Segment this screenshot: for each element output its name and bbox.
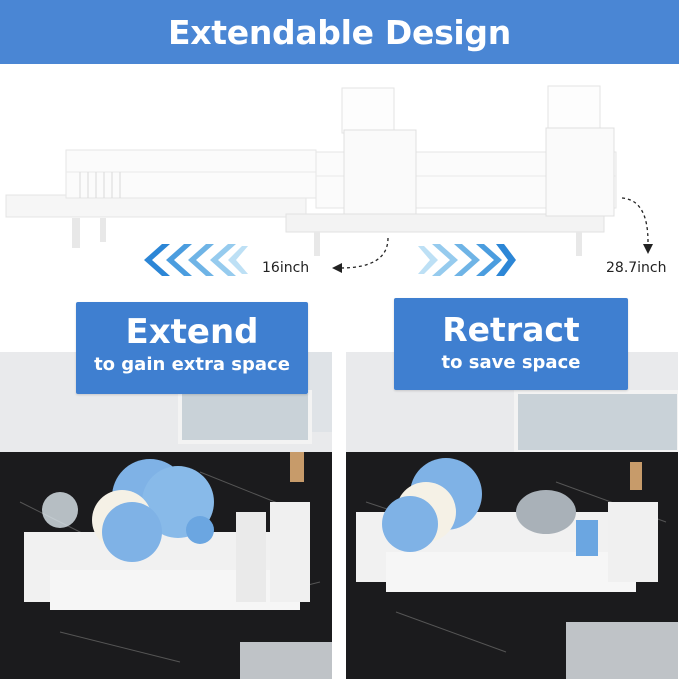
right-dimension-label: 28.7inch — [606, 260, 667, 276]
retract-card-subtitle: to save space — [441, 352, 581, 373]
product-render-area — [0, 64, 679, 304]
retract-card-title: Retract — [442, 310, 580, 349]
extended-rack-render — [5, 149, 317, 248]
dish-rack-render — [5, 85, 653, 276]
retracted-rack-photo — [346, 352, 678, 679]
extended-rack-photo — [0, 352, 332, 679]
page-title: Extendable Design — [168, 12, 511, 52]
left-dimension-label: 16inch — [262, 260, 310, 276]
extend-card: Extend to gain extra space — [76, 302, 308, 394]
chevron-left-arrows-icon — [144, 244, 248, 276]
extend-card-title: Extend — [125, 312, 259, 352]
header-banner: Extendable Design — [0, 0, 679, 64]
chevron-right-arrows-icon — [418, 244, 516, 276]
dashed-arrow-icon — [339, 197, 649, 269]
retracted-rack-render — [285, 85, 617, 256]
retract-card: Retract to save space — [394, 298, 628, 390]
extend-card-subtitle: to gain extra space — [94, 354, 290, 375]
